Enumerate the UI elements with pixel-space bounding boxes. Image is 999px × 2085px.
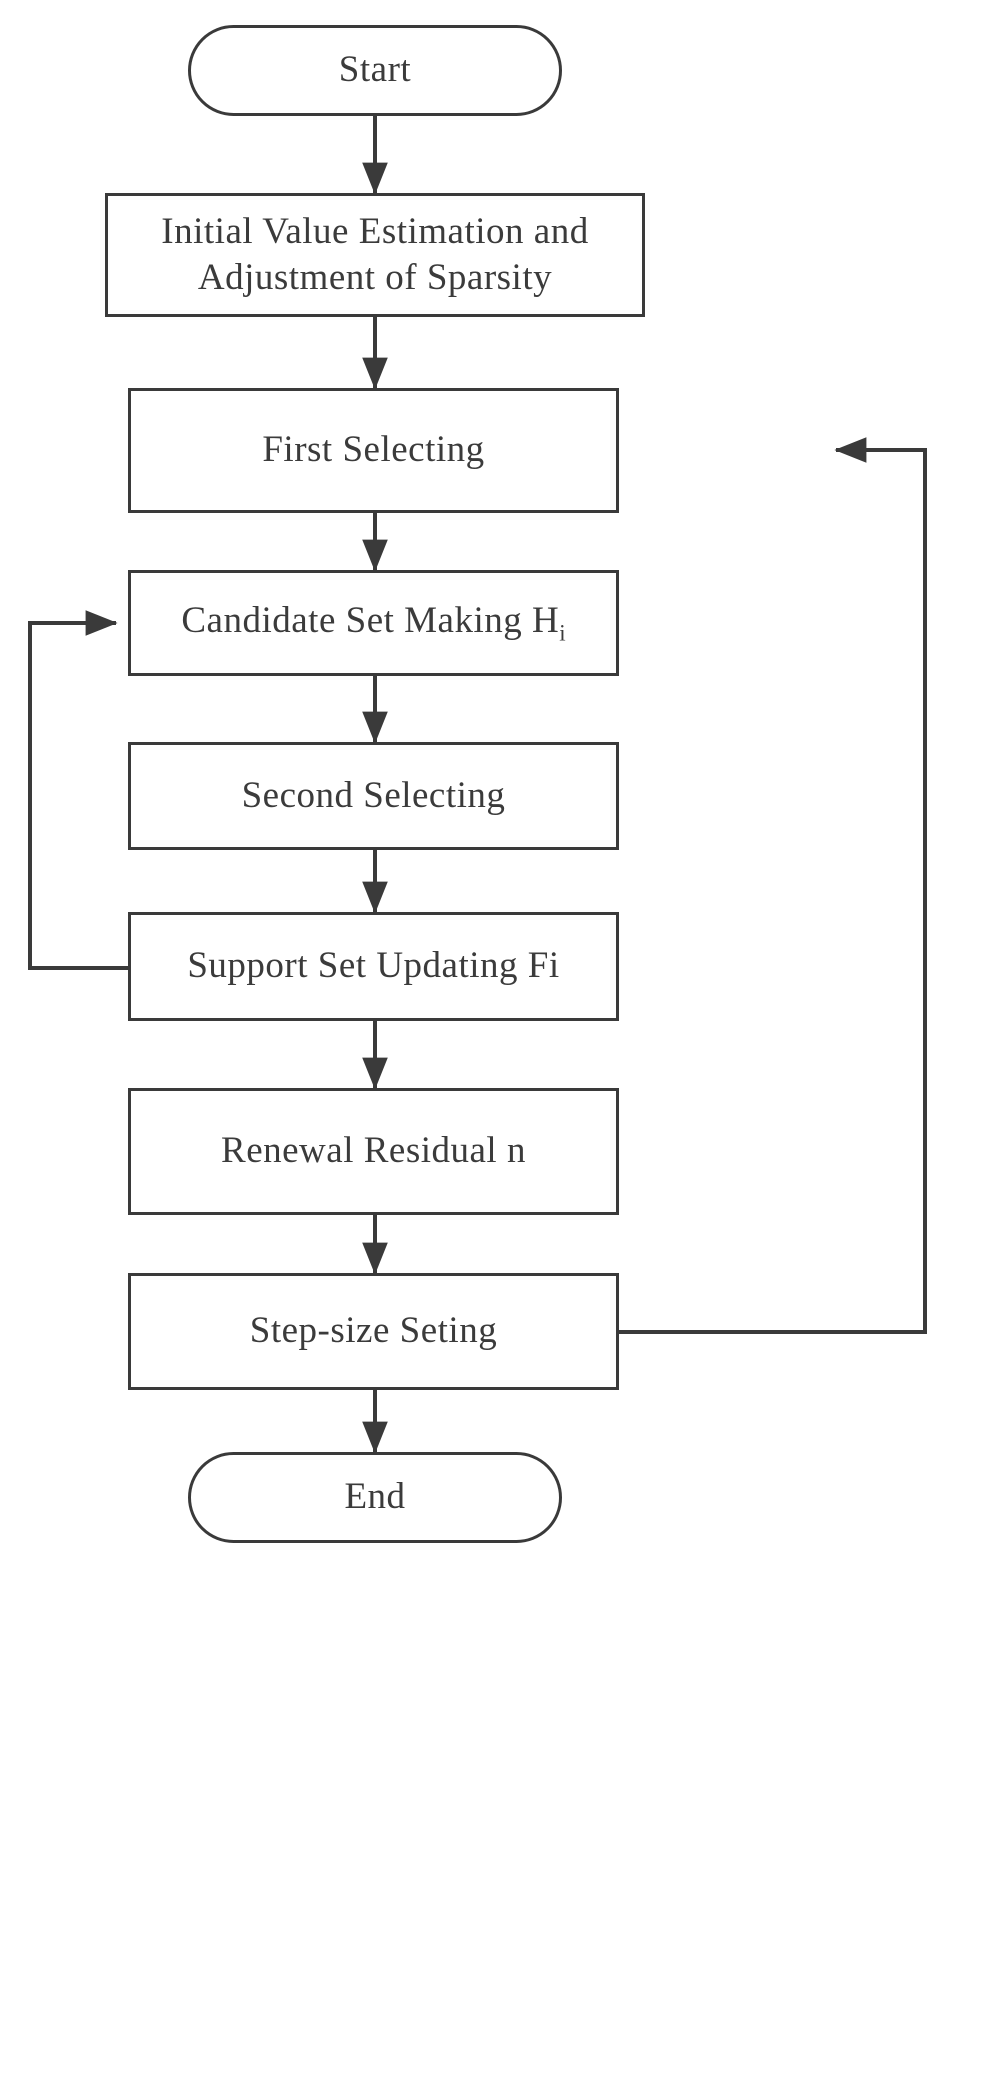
node-renewal-residual-label: Renewal Residual n [221, 1130, 526, 1172]
node-candidate-set-making-subscript: i [559, 620, 566, 646]
node-second-selecting-label: Second Selecting [241, 774, 506, 816]
node-candidate-set-making[interactable]: Candidate Set Making Hi [128, 570, 619, 676]
node-step-size-seting-label: Step-size Seting [249, 1310, 498, 1352]
node-renewal-residual[interactable]: Renewal Residual n [128, 1088, 619, 1215]
node-first-selecting[interactable]: First Selecting [128, 388, 619, 513]
node-candidate-set-making-label: Candidate Set Making Hi [131, 598, 616, 648]
node-step-size-seting[interactable]: Step-size Seting [128, 1273, 619, 1390]
node-initial-value-estimation-line2: Adjustment of Sparsity [197, 257, 553, 298]
node-initial-value-estimation-line1: Initial Value Estimation and [161, 210, 589, 252]
node-start[interactable]: Start [188, 25, 562, 116]
edge-stepsize-feedback-to-first-selecting [619, 437, 927, 1334]
node-second-selecting[interactable]: Second Selecting [128, 742, 619, 850]
node-end[interactable]: End [188, 1452, 562, 1543]
node-start-label: Start [338, 49, 412, 91]
node-initial-value-estimation[interactable]: Initial Value Estimation and Adjustment … [105, 193, 645, 317]
node-support-set-updating[interactable]: Support Set Updating Fi [128, 912, 619, 1021]
node-initial-value-estimation-label: Initial Value Estimation and Adjustment … [108, 209, 642, 302]
node-support-set-updating-label: Support Set Updating Fi [187, 945, 560, 987]
node-end-label: End [344, 1476, 406, 1518]
node-first-selecting-label: First Selecting [262, 429, 485, 471]
edge-support-feedback-to-candidate [28, 610, 128, 970]
node-candidate-set-making-text: Candidate Set Making H [181, 599, 560, 641]
